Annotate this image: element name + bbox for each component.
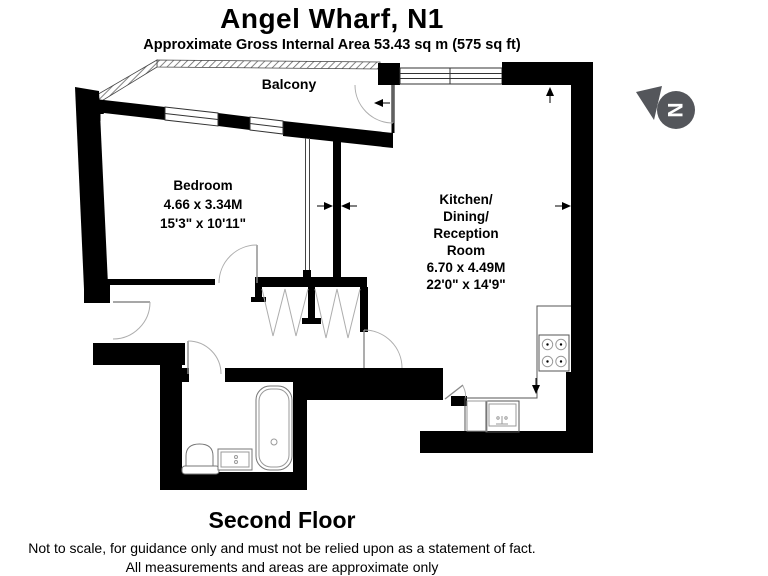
bedroom-label: Bedroom 4.66 x 3.34M 15'3" x 10'11"	[160, 176, 246, 233]
closet-bifold-doors	[261, 288, 361, 339]
bathtub	[255, 385, 293, 471]
balcony-label: Balcony	[261, 76, 317, 92]
hob	[538, 334, 570, 372]
bedroom-dims-metric: 4.66 x 3.34M	[163, 197, 243, 212]
area-subtitle: Approximate Gross Internal Area 53.43 sq…	[143, 37, 521, 53]
kitchen-dims-imperial: 22'0" x 14'9"	[426, 277, 506, 292]
balcony-door	[354, 84, 394, 124]
cupboard	[466, 400, 488, 432]
page-title: Angel Wharf, N1	[220, 3, 444, 34]
balcony-parapet	[94, 59, 381, 103]
entry-door	[112, 301, 151, 340]
bathroom-fixtures	[181, 385, 293, 475]
kitchen-label: Kitchen/ Dining/ Reception Room 6.70 x 4…	[426, 191, 505, 293]
compass: N	[636, 86, 695, 129]
compass-letter: N	[665, 102, 688, 117]
floor-label: Second Floor	[208, 507, 356, 533]
bedroom-dims-imperial: 15'3" x 10'11"	[159, 216, 247, 231]
disclaimer-line-1: Not to scale, for guidance only and must…	[28, 540, 536, 556]
kitchen-sink	[485, 400, 520, 433]
bathroom-sink	[217, 448, 253, 471]
kitchen-dims-metric: 6.70 x 4.49M	[426, 260, 506, 275]
kitchen-fixtures	[464, 305, 571, 433]
bedroom-door	[218, 244, 258, 284]
kitchen-door	[363, 329, 403, 369]
disclaimer-line-2: All measurements and areas are approxima…	[125, 559, 439, 575]
bathroom-door	[187, 340, 222, 375]
compass-arrow	[636, 86, 662, 120]
kitchen-name-1: Kitchen/	[439, 192, 493, 207]
toilet	[185, 443, 214, 469]
kitchen-name-4: Room	[446, 243, 486, 258]
compass-circle	[657, 91, 695, 129]
walls	[75, 62, 593, 490]
kitchen-name-2: Dining/	[443, 209, 489, 224]
dimension-arrows	[88, 87, 571, 394]
kitchen-name-3: Reception	[433, 226, 499, 241]
bedroom-name: Bedroom	[173, 178, 233, 193]
kitchen-counter	[464, 305, 571, 431]
doors	[112, 84, 467, 400]
